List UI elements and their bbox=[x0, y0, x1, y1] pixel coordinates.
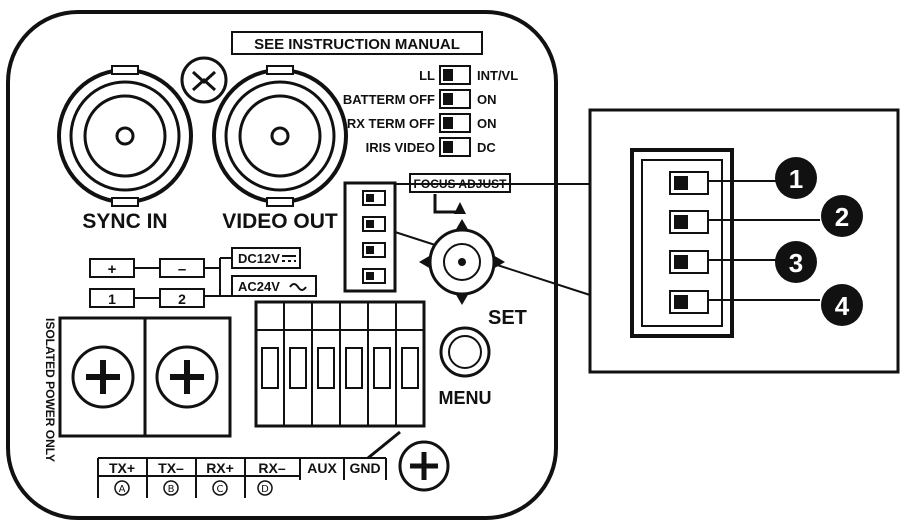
terminal-label: RX+ bbox=[206, 460, 234, 476]
sync-in-connector-icon bbox=[57, 65, 193, 207]
switch-row-left-label: IRIS VIDEO bbox=[366, 140, 435, 155]
ac24v-label: AC24V bbox=[238, 279, 280, 294]
manual-label: SEE INSTRUCTION MANUAL bbox=[254, 36, 460, 53]
callout-badge bbox=[821, 195, 863, 237]
switch-row-right-label: ON bbox=[477, 116, 497, 131]
switch-row: LL INT/VL bbox=[419, 65, 518, 85]
switch-row-left-label: RX TERM OFF bbox=[347, 116, 435, 131]
bottom-screw-icon bbox=[398, 440, 450, 492]
terminal-label: RX– bbox=[258, 460, 285, 476]
minus-label: – bbox=[178, 261, 186, 278]
callout-badge bbox=[775, 157, 817, 199]
terminal-circle-letter: A bbox=[119, 484, 126, 495]
ac-symbol-icon bbox=[289, 283, 307, 291]
menu-label: MENU bbox=[439, 388, 492, 408]
focus-adjust-bracket bbox=[433, 194, 458, 214]
dc-symbol-icon bbox=[282, 255, 296, 262]
terminal-label: AUX bbox=[307, 460, 337, 476]
callout-badge bbox=[821, 284, 863, 326]
focus-adjust-arrow-icon bbox=[454, 202, 466, 214]
menu-button-icon bbox=[439, 326, 491, 378]
video-out-label: VIDEO OUT bbox=[222, 210, 338, 233]
terminal-label: GND bbox=[349, 460, 380, 476]
callout-number: 3 bbox=[789, 248, 803, 278]
top-screw-icon bbox=[180, 56, 228, 104]
terminal-label: TX– bbox=[158, 460, 184, 476]
terminal-screw-icon bbox=[71, 345, 135, 409]
terminal-circle-letter: B bbox=[168, 484, 175, 495]
manual-label-box bbox=[231, 31, 483, 55]
power-terminal-block bbox=[58, 316, 232, 438]
switch-row: BATTERM OFF ON bbox=[343, 89, 497, 109]
terminal-circle-letter: C bbox=[217, 484, 224, 495]
dc12v-label: DC12V bbox=[238, 251, 280, 266]
dip-switch-enlarged bbox=[630, 148, 734, 338]
terminal-screw-icon bbox=[155, 345, 219, 409]
two-label: 2 bbox=[178, 291, 186, 307]
switch-row-right-label: DC bbox=[477, 140, 496, 155]
video-out-connector-icon bbox=[212, 65, 348, 207]
callout-number: 4 bbox=[835, 291, 850, 321]
one-label: 1 bbox=[108, 291, 116, 307]
plus-label: + bbox=[108, 261, 117, 278]
terminal-circle-letter: D bbox=[261, 484, 269, 495]
dip-switch-block: LL INT/VL BATTERM OFF ON RX TERM OFF ON … bbox=[343, 65, 518, 157]
callout-number: 1 bbox=[789, 164, 803, 194]
dip-switch-panel bbox=[343, 181, 397, 293]
switch-row-right-label: ON bbox=[477, 92, 497, 107]
isolated-power-label: ISOLATED POWER ONLY bbox=[43, 318, 57, 462]
set-joystick-icon bbox=[419, 219, 505, 305]
switch-row: RX TERM OFF ON bbox=[347, 113, 497, 133]
switch-row: IRIS VIDEO DC bbox=[366, 137, 496, 157]
callout-badge bbox=[775, 241, 817, 283]
switch-row-right-label: INT/VL bbox=[477, 68, 518, 83]
data-connector-block bbox=[254, 300, 426, 428]
callout-number: 2 bbox=[835, 202, 849, 232]
sync-in-label: SYNC IN bbox=[82, 210, 167, 233]
terminal-labels: TX+ TX– RX+ RX– AUX GND A B C D bbox=[97, 430, 401, 498]
terminal-label: TX+ bbox=[109, 460, 135, 476]
switch-row-left-label: BATTERM OFF bbox=[343, 92, 435, 107]
switch-row-left-label: LL bbox=[419, 68, 435, 83]
set-label: SET bbox=[488, 307, 527, 329]
power-polarity-markings: + – DC12V 1 2 AC24V bbox=[89, 247, 317, 308]
